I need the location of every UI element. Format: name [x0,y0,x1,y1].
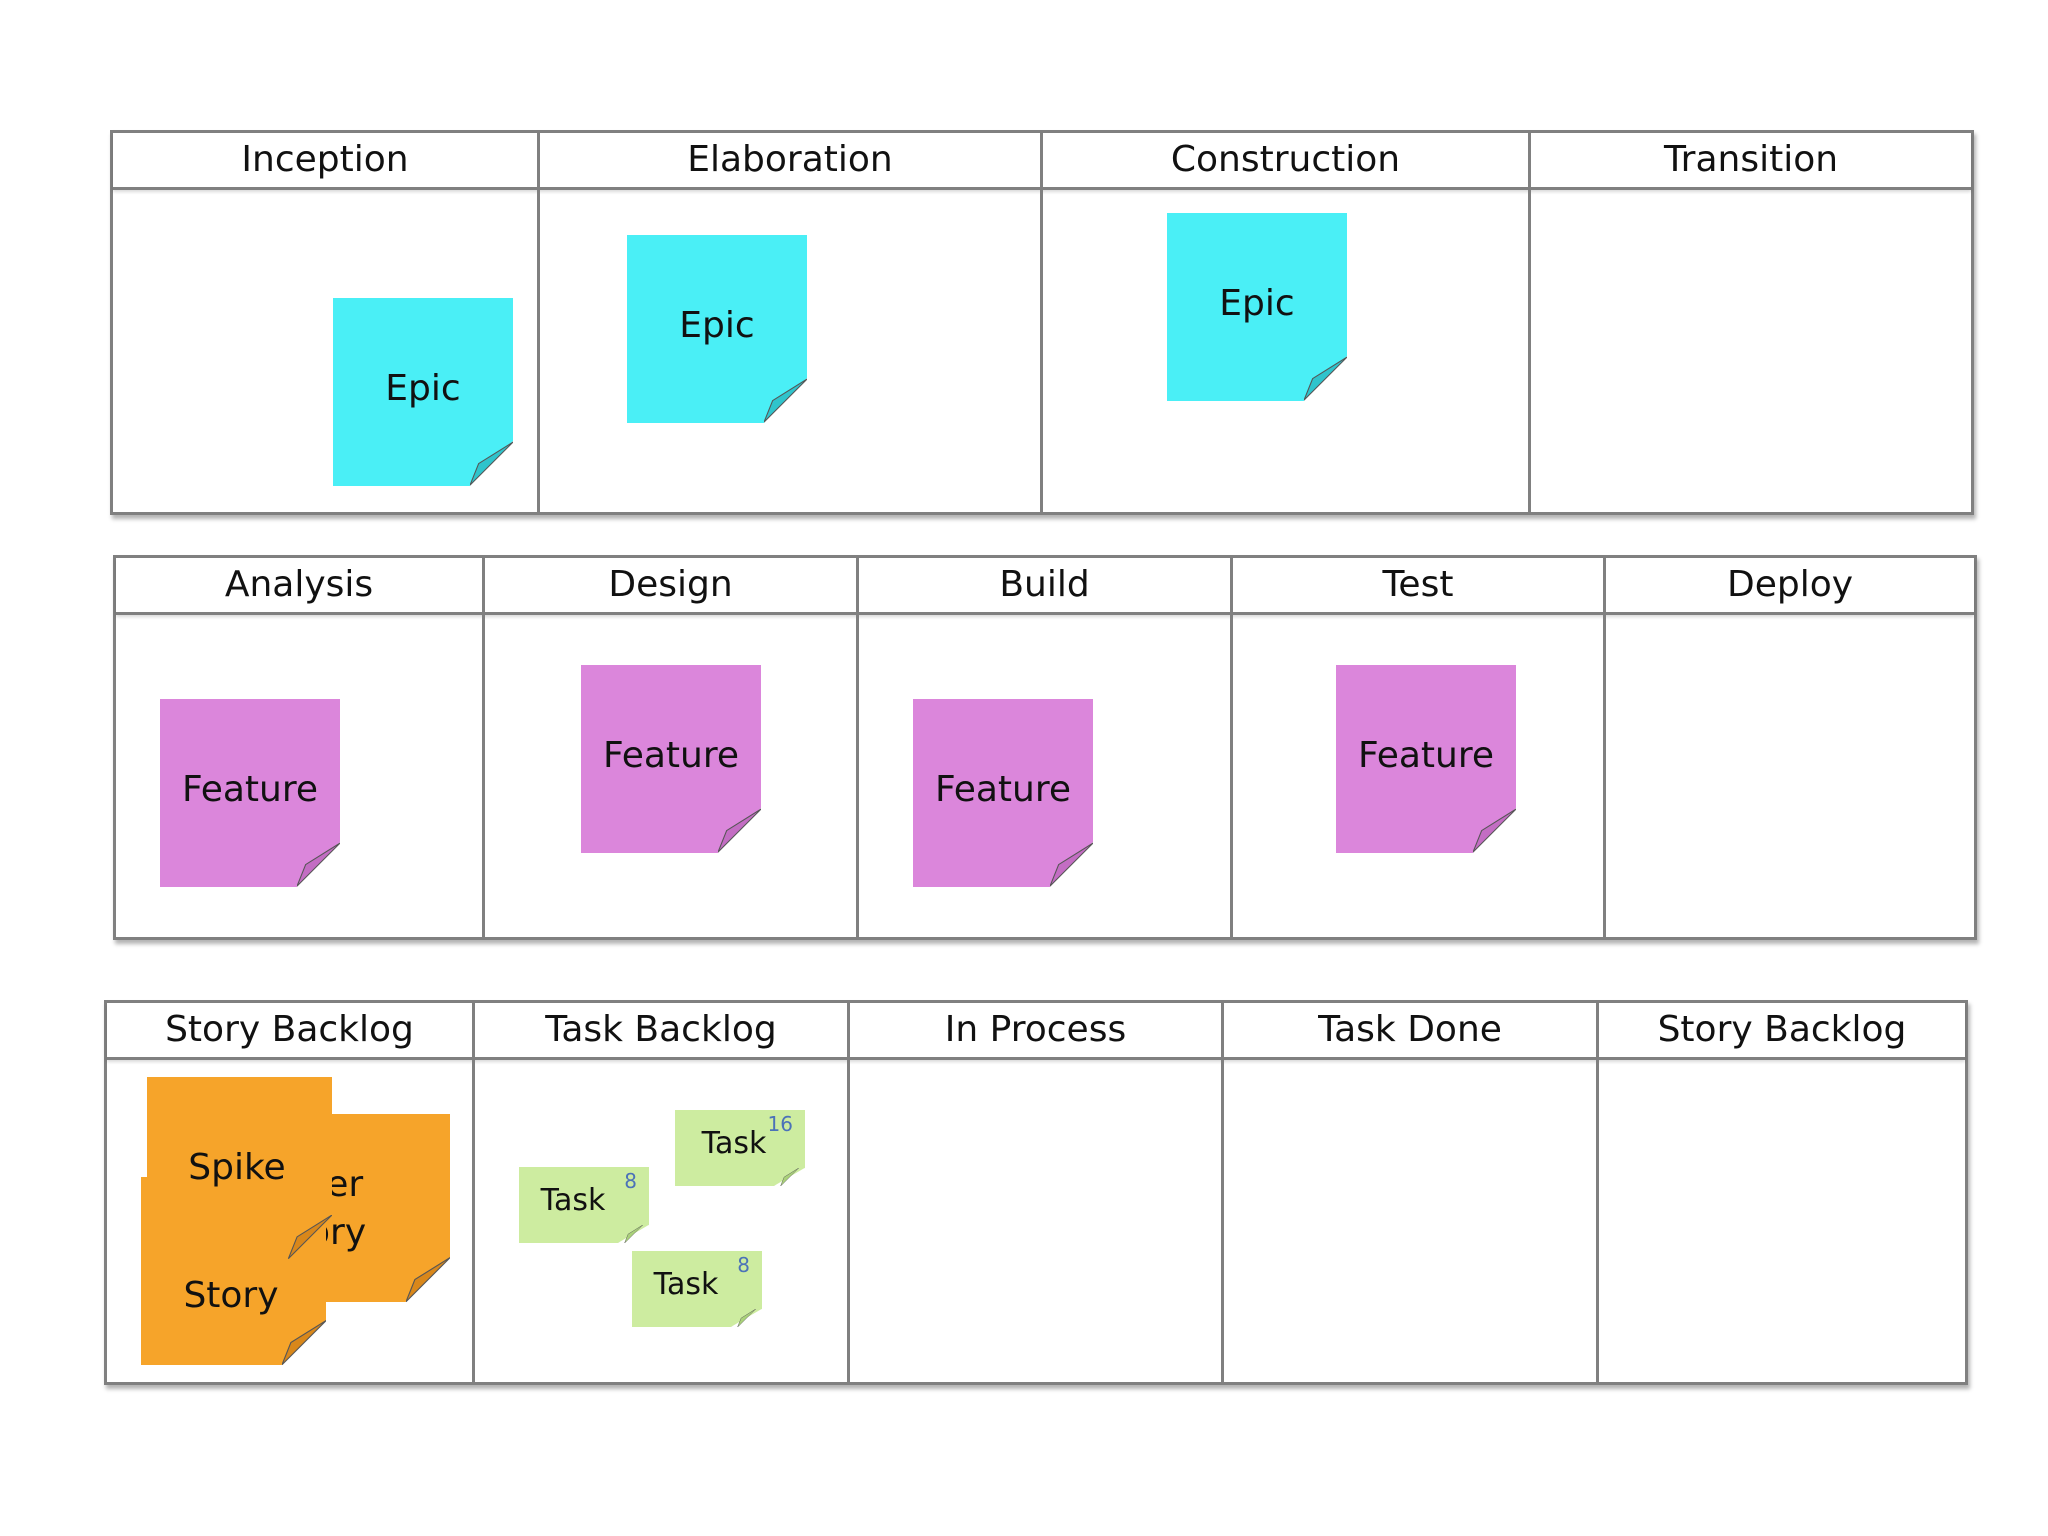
feature-sticky-note[interactable]: Feature [160,699,340,887]
column-title-build: Build [999,564,1090,605]
column-divider [1230,558,1233,937]
column-title-deploy: Deploy [1726,564,1854,605]
column-title-in-process: In Process [944,1009,1127,1050]
task-estimate: 16 [767,1112,793,1136]
feature-note-label: Feature [934,769,1072,810]
column-title-elaboration: Elaboration [687,139,893,180]
column-divider [472,1003,475,1382]
feature-note-label: Feature [602,735,740,776]
spike-note-label: Spike [188,1147,286,1188]
epic-note-label: Epic [1219,283,1295,324]
column-title-construction: Construction [1170,139,1401,180]
feature-sticky-note[interactable]: Feature [913,699,1093,887]
column-title-design: Design [608,564,733,605]
task-board-header [107,1003,1965,1060]
column-divider [537,133,540,512]
task-estimate: 8 [624,1169,637,1193]
column-title-task-backlog: Task Backlog [545,1009,777,1050]
task-estimate: 8 [737,1253,750,1277]
column-divider [1596,1003,1599,1382]
column-title-task-done: Task Done [1318,1009,1502,1050]
column-title-transition: Transition [1663,139,1839,180]
feature-sticky-note[interactable]: Feature [581,665,761,853]
feature-note-label: Feature [1357,735,1495,776]
column-title-inception: Inception [241,139,409,180]
column-divider [1603,558,1606,937]
column-title-story-backlog-done: Story Backlog [1657,1009,1907,1050]
task-sticky-note[interactable]: 8 Task [519,1167,649,1243]
column-divider [856,558,859,937]
epic-note-label: Epic [385,368,461,409]
task-sticky-note[interactable]: 8 Task [632,1251,762,1327]
epic-sticky-note[interactable]: Epic [627,235,807,423]
workflow-board-header [116,558,1974,615]
column-divider [1040,133,1043,512]
feature-note-label: Feature [181,769,319,810]
column-divider [1528,133,1531,512]
column-title-analysis: Analysis [224,564,374,605]
task-note-label: Task [653,1267,719,1302]
task-note-label: Task [540,1183,606,1218]
task-sticky-note[interactable]: 16 Task [675,1110,805,1186]
column-divider [482,558,485,937]
epic-sticky-note[interactable]: Epic [333,298,513,486]
feature-sticky-note[interactable]: Feature [1336,665,1516,853]
story-note-label: Story [183,1275,279,1316]
epic-note-label: Epic [679,305,755,346]
column-title-story-backlog: Story Backlog [165,1009,414,1050]
column-divider [847,1003,850,1382]
epic-sticky-note[interactable]: Epic [1167,213,1347,401]
task-note-label: Task [701,1126,767,1161]
column-divider [1221,1003,1224,1382]
column-title-test: Test [1382,564,1454,605]
spike-sticky-note[interactable]: Spike [147,1077,332,1259]
